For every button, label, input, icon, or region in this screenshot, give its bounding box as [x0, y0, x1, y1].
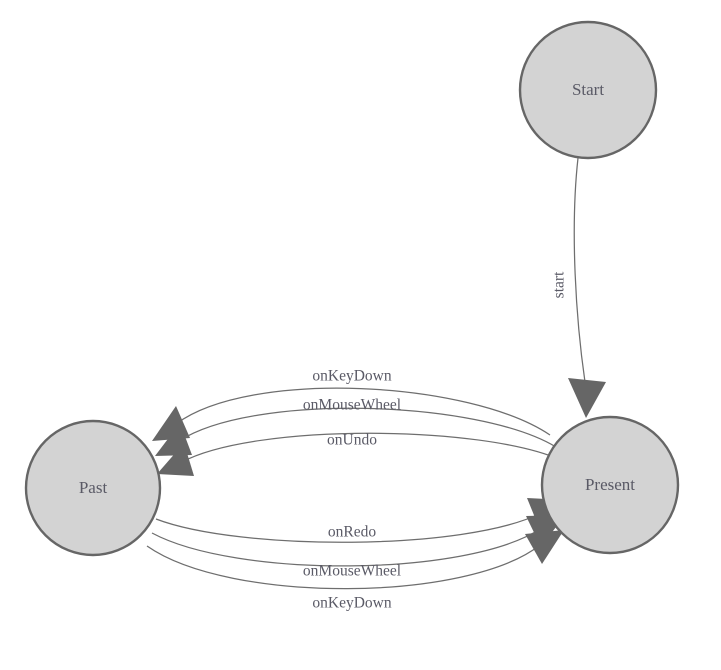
edge-start-to-present-path [573, 157, 586, 383]
node-present-circle [540, 415, 680, 555]
arrowhead-past-to-present-onkeydown [525, 530, 564, 564]
node-present-label: Present [585, 475, 635, 494]
edge-label-past-to-present-onmousewheel: onMouseWheel [303, 563, 401, 580]
edge-past-to-present-onmousewheel[interactable]: onMouseWheel [151, 515, 565, 580]
edge-label-present-to-past-onkeydown: onKeyDown [312, 368, 391, 385]
edge-present-to-past-onmousewheel-path [178, 407, 557, 448]
edge-label-present-to-past-onundo: onUndo [327, 432, 377, 449]
node-start-circle [518, 20, 658, 160]
edge-past-to-present-onmousewheel-path [151, 528, 541, 567]
edge-present-to-past-onkeydown-path [175, 387, 551, 436]
node-past-circle [24, 419, 162, 557]
arrowhead-start-to-present [568, 378, 606, 418]
edge-present-to-past-onundo[interactable]: onUndo [157, 432, 562, 476]
arrowhead-present-to-past-onundo [157, 443, 194, 476]
node-present[interactable]: Present [540, 415, 680, 555]
node-past-label: Past [79, 478, 108, 497]
edge-start-to-present[interactable]: start [551, 157, 606, 418]
node-start[interactable]: Start [518, 20, 658, 160]
edge-label-past-to-present-onkeydown: onKeyDown [312, 595, 391, 612]
edge-past-to-present-onkeydown-path [146, 544, 541, 590]
edge-past-to-present-onredo[interactable]: onRedo [155, 498, 566, 543]
edge-present-to-past-onundo-path [181, 432, 562, 463]
edge-past-to-present-onredo-path [155, 512, 542, 543]
node-past[interactable]: Past [24, 419, 162, 557]
node-start-label: Start [572, 80, 604, 99]
edge-label-start: start [551, 271, 568, 298]
edge-past-to-present-onkeydown[interactable]: onKeyDown [146, 530, 564, 612]
edge-label-present-to-past-onmousewheel: onMouseWheel [303, 397, 401, 414]
edge-label-past-to-present-onredo: onRedo [328, 524, 376, 541]
